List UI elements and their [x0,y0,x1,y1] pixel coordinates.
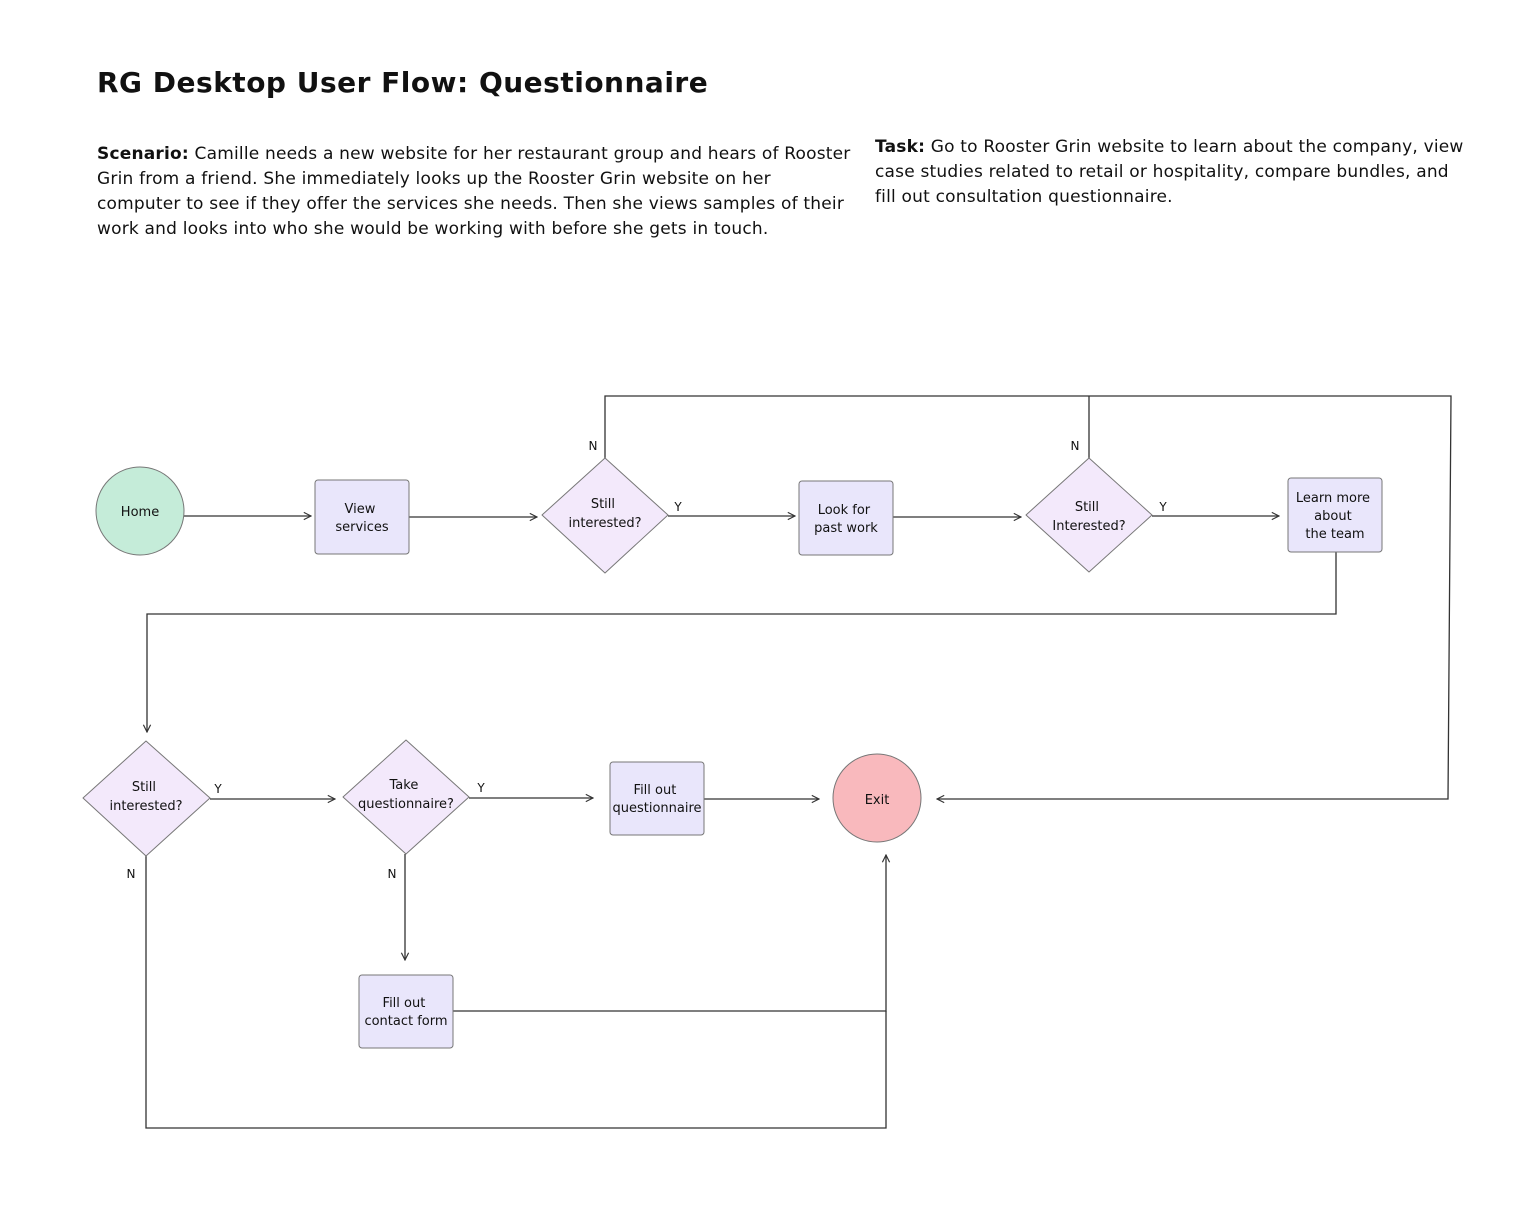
node-exit-label: Exit [865,793,890,808]
task-body: Go to Rooster Grin website to learn abou… [875,137,1464,207]
node-decision-2-label: Still Interested? [1052,500,1125,534]
node-decision-still-interested-1: Still interested? [541,457,669,574]
edge-label-n-3: N [127,867,136,881]
node-home: Home [95,466,185,556]
scenario-text: Scenario: Camille needs a new website fo… [97,142,857,242]
node-view-services: View services [314,479,410,555]
node-look-for-past-work: Look for past work [798,480,894,556]
task-label: Task: [875,137,926,157]
page-title: RG Desktop User Flow: Questionnaire [97,66,709,99]
node-decision-3-label: Still interested? [109,780,182,814]
node-learn-team-label: Learn more about the team [1296,491,1374,542]
edge-decision-3-no [145,856,887,1129]
scenario-label: Scenario: [97,144,189,164]
node-fill-out-questionnaire: Fill out questionnaire [609,761,705,836]
node-decision-still-interested-3: Still interested? [82,740,211,857]
node-view-services-label: View services [335,502,389,535]
scenario-body: Camille needs a new website for her rest… [97,144,851,239]
node-learn-more-about-team: Learn more about the team [1287,477,1383,553]
edge-contact-form-to-exit [453,855,886,1012]
edge-learn-team-to-decision-3 [147,552,1337,732]
node-fill-questionnaire-label: Fill out questionnaire [612,783,701,816]
edge-no-loop-to-exit [604,395,1452,799]
edge-label-n-4: N [388,867,397,881]
node-decision-still-interested-2: Still Interested? [1025,457,1153,573]
node-exit: Exit [832,753,922,843]
node-home-label: Home [121,505,159,520]
node-decision-1-label: Still interested? [568,497,641,531]
task-text: Task: Go to Rooster Grin website to lear… [875,135,1475,210]
node-decision-4-label: Take questionnaire? [358,778,454,812]
node-fill-contact-label: Fill out contact form [364,996,447,1029]
edge-label-n-1: N [589,439,598,453]
edge-label-y-4: Y [476,781,485,795]
node-decision-take-questionnaire: Take questionnaire? [342,739,470,855]
node-past-work-label: Look for past work [814,503,878,536]
edge-label-y-2: Y [1158,500,1167,514]
node-fill-out-contact-form: Fill out contact form [358,974,454,1049]
edge-label-y-3: Y [213,782,222,796]
edge-label-n-2: N [1071,439,1080,453]
edge-label-y-1: Y [673,500,682,514]
